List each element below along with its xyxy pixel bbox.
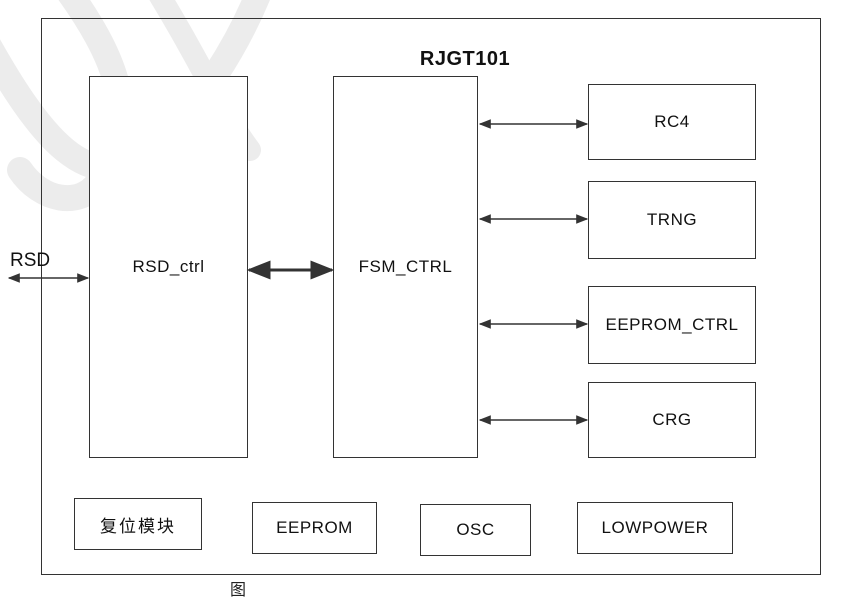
trng-label: TRNG [646,210,698,229]
rsd-signal-label: RSD [10,250,51,271]
eeprom-block: EEPROM [252,502,377,554]
reset-module-label: 复位模块 [100,516,176,537]
rsd-ctrl-label: RSD_ctrl [132,257,205,276]
rsd-ctrl-block: RSD_ctrl [89,76,248,458]
osc-block: OSC [420,504,531,556]
eeprom-label: EEPROM [276,518,353,537]
eeprom-ctrl-label: EEPROM_CTRL [605,315,739,334]
eeprom-ctrl-block: EEPROM_CTRL [588,286,756,364]
lowpower-label: LOWPOWER [601,518,709,537]
osc-label: OSC [456,520,495,539]
crg-label: CRG [652,410,692,429]
fsm-ctrl-label: FSM_CTRL [358,257,453,276]
rc4-label: RC4 [654,112,690,131]
lowpower-block: LOWPOWER [577,502,733,554]
rc4-block: RC4 [588,84,756,160]
chip-title: RJGT101 [419,48,511,70]
crg-block: CRG [588,382,756,458]
chip-boundary [41,18,821,575]
reset-module-block: 复位模块 [74,498,202,550]
connection-wires [7,119,589,425]
trng-block: TRNG [588,181,756,259]
figure-caption: 图 [230,582,247,599]
fsm-ctrl-block: FSM_CTRL [333,76,478,458]
